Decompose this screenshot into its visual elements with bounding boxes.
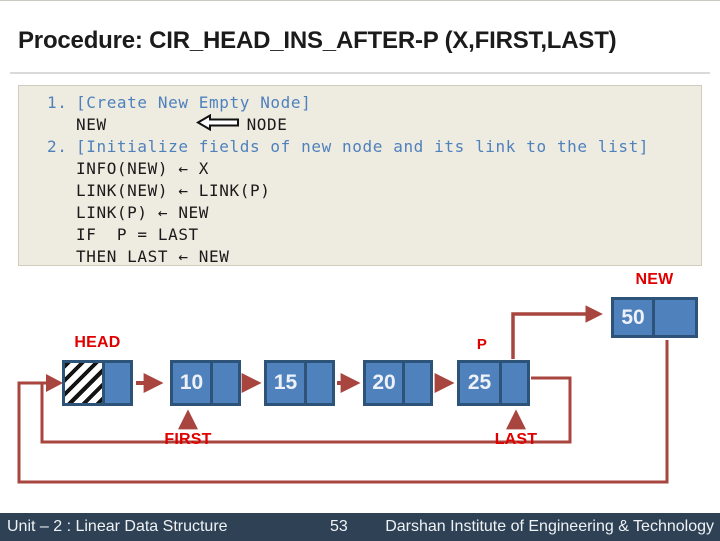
node-link-field — [210, 363, 238, 403]
code-statement: IF P = LAST — [76, 224, 199, 244]
footer-bar: Unit – 2 : Linear Data Structure 53 Dars… — [0, 513, 720, 541]
footer-page-number: 53 — [330, 518, 348, 535]
code-comment: [Initialize fields of new node and its l… — [76, 136, 650, 156]
footer-institute-text: Darshan Institute of Engineering & Techn… — [385, 518, 714, 535]
node-link-field — [499, 363, 527, 403]
first-pointer-label: FIRST — [164, 431, 212, 448]
code-line-assign: NEW NODE — [19, 113, 701, 135]
node-value: 20 — [372, 371, 396, 394]
code-line-if: IF P = LAST — [19, 223, 701, 245]
head-pointer-label: HEAD — [74, 334, 121, 351]
footer-unit-text: Unit – 2 : Linear Data Structure — [7, 518, 228, 535]
code-line-link-new: LINK(NEW) ← LINK(P) — [19, 179, 701, 201]
code-statement: LINK(P) ← NEW — [76, 202, 210, 222]
head-node — [62, 360, 133, 406]
node-value: 50 — [621, 305, 645, 329]
head-hatched-info-field — [65, 363, 102, 403]
page-title: Procedure: CIR_HEAD_INS_AFTER-P (X,FIRST… — [18, 27, 617, 54]
assign-source: NODE — [246, 114, 288, 134]
code-statement: LINK(NEW) ← LINK(P) — [76, 180, 271, 200]
node-link-field — [402, 363, 430, 403]
node-value: 10 — [179, 371, 204, 394]
step-number: 1. — [47, 92, 68, 112]
p-pointer-label: P — [476, 336, 488, 353]
node-value: 15 — [273, 371, 298, 394]
step-number: 2. — [47, 136, 68, 156]
list-node-25: 25 — [457, 360, 530, 406]
new-node: 50 — [611, 297, 698, 338]
node-link-field — [102, 363, 130, 403]
title-divider — [10, 72, 710, 74]
node-link-field — [652, 300, 695, 335]
list-node-20: 20 — [363, 360, 433, 406]
pseudocode-panel: 1. [Create New Empty Node] NEW NODE 2. [… — [18, 85, 702, 266]
node-value: 25 — [467, 371, 492, 394]
code-line-step1: 1. [Create New Empty Node] — [19, 91, 701, 113]
list-node-10: 10 — [170, 360, 241, 406]
node-link-field — [304, 363, 332, 403]
code-comment: [Create New Empty Node] — [76, 92, 312, 112]
loop-arrowhead-into-head — [46, 374, 63, 392]
code-line-link-p: LINK(P) ← NEW — [19, 201, 701, 223]
list-node-15: 15 — [264, 360, 335, 406]
code-statement: INFO(NEW) ← X — [76, 158, 210, 178]
code-statement: THEN LAST ← NEW — [76, 246, 230, 266]
code-line-then: THEN LAST ← NEW — [19, 245, 701, 267]
code-line-info: INFO(NEW) ← X — [19, 157, 701, 179]
code-line-step2: 2. [Initialize fields of new node and it… — [19, 135, 701, 157]
last-pointer-label: LAST — [494, 431, 538, 448]
new-pointer-label: NEW — [635, 271, 674, 288]
arrow-p-link-to-new-node — [511, 305, 603, 359]
assign-target: NEW — [76, 114, 107, 134]
hollow-left-arrow-icon — [114, 95, 240, 154]
